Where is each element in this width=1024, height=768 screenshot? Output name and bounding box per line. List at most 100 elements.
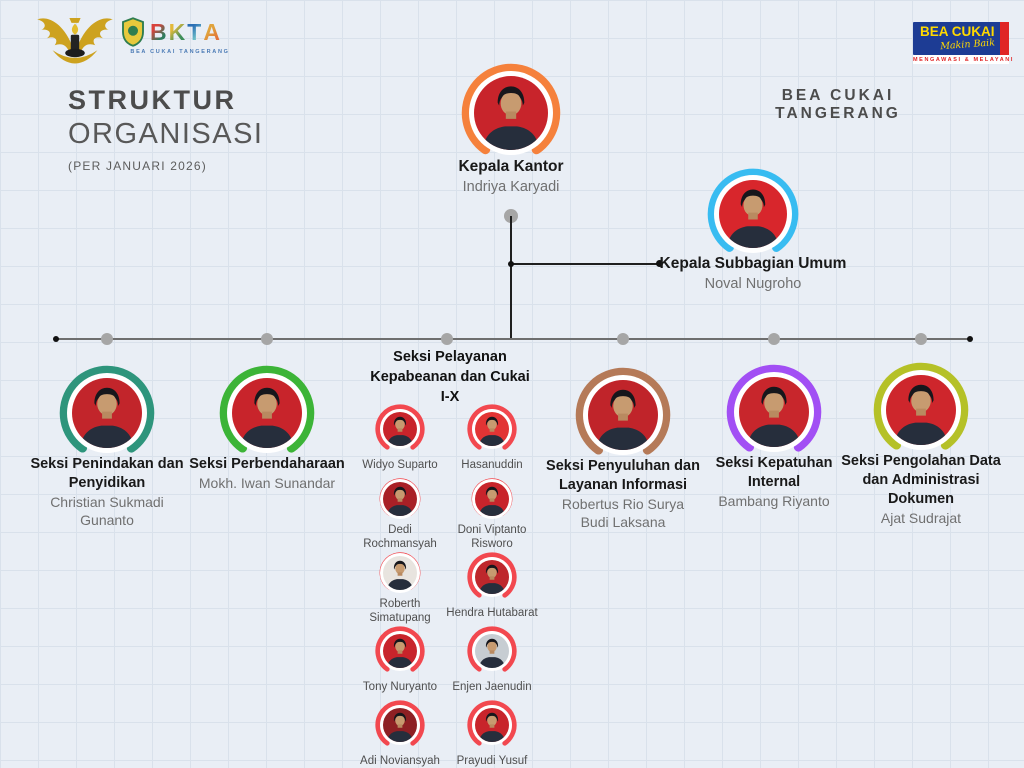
connector-node-dot bbox=[261, 333, 273, 345]
connector-branch-subbag bbox=[511, 263, 659, 265]
pelayanan-member: Enjen Jaenudin bbox=[431, 626, 553, 700]
member-name: Hasanuddin bbox=[461, 459, 523, 471]
pelayanan-member: Hasanuddin bbox=[431, 404, 553, 478]
pelayanan-group-title: Seksi Pelayanan Kepabeanan dan Cukai I-X bbox=[370, 349, 530, 405]
pelayanan-member-grid: Widyo Suparto Hasanuddin bbox=[354, 404, 538, 768]
avatar bbox=[472, 557, 512, 597]
avatar bbox=[380, 705, 420, 745]
pelayanan-member: Hendra Hutabarat bbox=[431, 552, 553, 626]
avatar bbox=[472, 705, 512, 745]
title-line-1: STRUKTUR bbox=[68, 85, 237, 115]
connector-line-end-dot bbox=[967, 336, 973, 342]
connector-main-line bbox=[56, 338, 970, 340]
member-name: Adi Noviansyah bbox=[360, 755, 440, 767]
member-name: Doni Viptanto Risworo bbox=[457, 524, 527, 551]
pelayanan-member: Prayudi Yusuf bbox=[431, 700, 553, 768]
title-subtitle: (PER JANUARI 2026) bbox=[68, 159, 207, 173]
bkta-logo: B K T A BEA CUKAI TANGERANG bbox=[120, 17, 240, 55]
logo-title: BEA CUKAI bbox=[920, 24, 995, 39]
ring-arc bbox=[375, 404, 425, 454]
person-title: Seksi Kepatuhan Internal bbox=[715, 455, 833, 491]
avatar bbox=[380, 552, 420, 593]
ring-arc bbox=[467, 626, 517, 676]
avatar bbox=[472, 409, 512, 449]
person-title: Kepala Subbagian Umum bbox=[659, 255, 847, 272]
logo-tagline: MENGAWASI & MELAYANI bbox=[913, 55, 1014, 64]
node-seksi-kepatuhan: Seksi Kepatuhan Internal Bambang Riyanto bbox=[716, 364, 832, 509]
pelayanan-member: Widyo Suparto bbox=[339, 404, 461, 478]
connector-branch-end-dot bbox=[656, 260, 663, 267]
person-title: Seksi Penindakan dan Penyidikan bbox=[30, 456, 184, 492]
ring-arc bbox=[873, 362, 969, 458]
connector-node-dot bbox=[617, 333, 629, 345]
bea-cukai-makin-baik-logo: BEA CUKAI Makin Baik MENGAWASI & MELAYAN… bbox=[913, 22, 1014, 64]
pelayanan-member: Tony Nuryanto bbox=[339, 626, 461, 700]
node-seksi-perbendaharaan: Seksi Perbendaharaan Mokh. Iwan Sunandar bbox=[189, 365, 345, 491]
ring-arc bbox=[467, 404, 517, 454]
title-line-2: ORGANISASI bbox=[68, 118, 264, 150]
person-title: Seksi Pengolahan Data dan Administrasi D… bbox=[841, 453, 1001, 508]
org-name-heading: BEA CUKAI TANGERANG bbox=[775, 87, 901, 122]
avatar bbox=[472, 478, 512, 519]
person-name: Bambang Riyanto bbox=[718, 493, 830, 510]
ring-arc bbox=[375, 700, 425, 750]
avatar bbox=[227, 373, 307, 453]
avatar bbox=[881, 370, 961, 450]
djbc-customs-emblem-logo bbox=[37, 18, 113, 64]
node-seksi-penindakan: Seksi Penindakan dan Penyidikan Christia… bbox=[30, 365, 184, 528]
connector-node-dot bbox=[441, 333, 453, 345]
person-name: Indriya Karyadi bbox=[462, 179, 560, 196]
ring-arc bbox=[219, 365, 315, 461]
person-title: Seksi Perbendaharaan bbox=[189, 456, 345, 472]
member-name: Roberth Simatupang bbox=[369, 598, 431, 625]
bkta-letters: B K T A bbox=[150, 18, 220, 45]
bkta-shield-icon bbox=[122, 17, 144, 47]
bkta-caption: BEA CUKAI TANGERANG bbox=[130, 49, 230, 55]
ring-arc bbox=[375, 626, 425, 676]
node-kepala-subbagian-umum: Kepala Subbagian Umum Noval Nugroho bbox=[660, 168, 846, 292]
avatar bbox=[469, 71, 553, 155]
person-name: Christian Sukmadi Gunanto bbox=[50, 494, 164, 529]
member-name: Widyo Suparto bbox=[362, 459, 438, 471]
connector-node-dot bbox=[768, 333, 780, 345]
avatar bbox=[380, 478, 420, 519]
ring-arc bbox=[461, 63, 561, 163]
pelayanan-member: Adi Noviansyah bbox=[339, 700, 461, 768]
ring-arc bbox=[467, 552, 517, 602]
pelayanan-member: Roberth Simatupang bbox=[339, 552, 461, 626]
member-name: Hendra Hutabarat bbox=[446, 607, 538, 619]
logo-red-stripe bbox=[1000, 22, 1009, 55]
person-title: Kepala Kantor bbox=[458, 158, 564, 175]
person-name: Noval Nugroho bbox=[704, 276, 802, 293]
node-seksi-pengolahan-data: Seksi Pengolahan Data dan Administrasi D… bbox=[841, 362, 1001, 526]
bkta-letter-a: A bbox=[203, 18, 220, 45]
member-name: Enjen Jaenudin bbox=[452, 681, 532, 693]
person-title: Seksi Penyuluhan dan Layanan Informasi bbox=[546, 458, 700, 494]
member-name: Tony Nuryanto bbox=[362, 681, 438, 693]
member-name: Dedi Rochmansyah bbox=[363, 524, 437, 551]
avatar bbox=[734, 372, 814, 452]
avatar bbox=[380, 631, 420, 671]
person-name: Mokh. Iwan Sunandar bbox=[198, 475, 336, 492]
bkta-letter-t: T bbox=[187, 18, 202, 45]
page-title: STRUKTUR ORGANISASI (PER JANUARI 2026) bbox=[68, 85, 264, 173]
person-name: Ajat Sudrajat bbox=[880, 510, 962, 527]
pelayanan-member: Doni Viptanto Risworo bbox=[431, 478, 553, 552]
ring-arc bbox=[707, 168, 799, 260]
avatar bbox=[583, 375, 663, 455]
connector-node-dot bbox=[915, 333, 927, 345]
connector-trunk bbox=[510, 216, 512, 339]
node-kepala-kantor: Kepala Kantor Indriya Karyadi bbox=[458, 63, 564, 195]
avatar bbox=[380, 409, 420, 449]
avatar bbox=[714, 175, 792, 253]
ring-arc bbox=[726, 364, 822, 460]
ring-arc bbox=[575, 367, 671, 463]
ring-arc bbox=[59, 365, 155, 461]
person-name: Robertus Rio Surya Budi Laksana bbox=[561, 496, 685, 531]
connector-line-start-dot bbox=[53, 336, 59, 342]
bkta-letter-b: B bbox=[150, 18, 167, 45]
avatar bbox=[67, 373, 147, 453]
bkta-letter-k: K bbox=[168, 18, 186, 45]
node-seksi-penyuluhan: Seksi Penyuluhan dan Layanan Informasi R… bbox=[546, 367, 700, 530]
